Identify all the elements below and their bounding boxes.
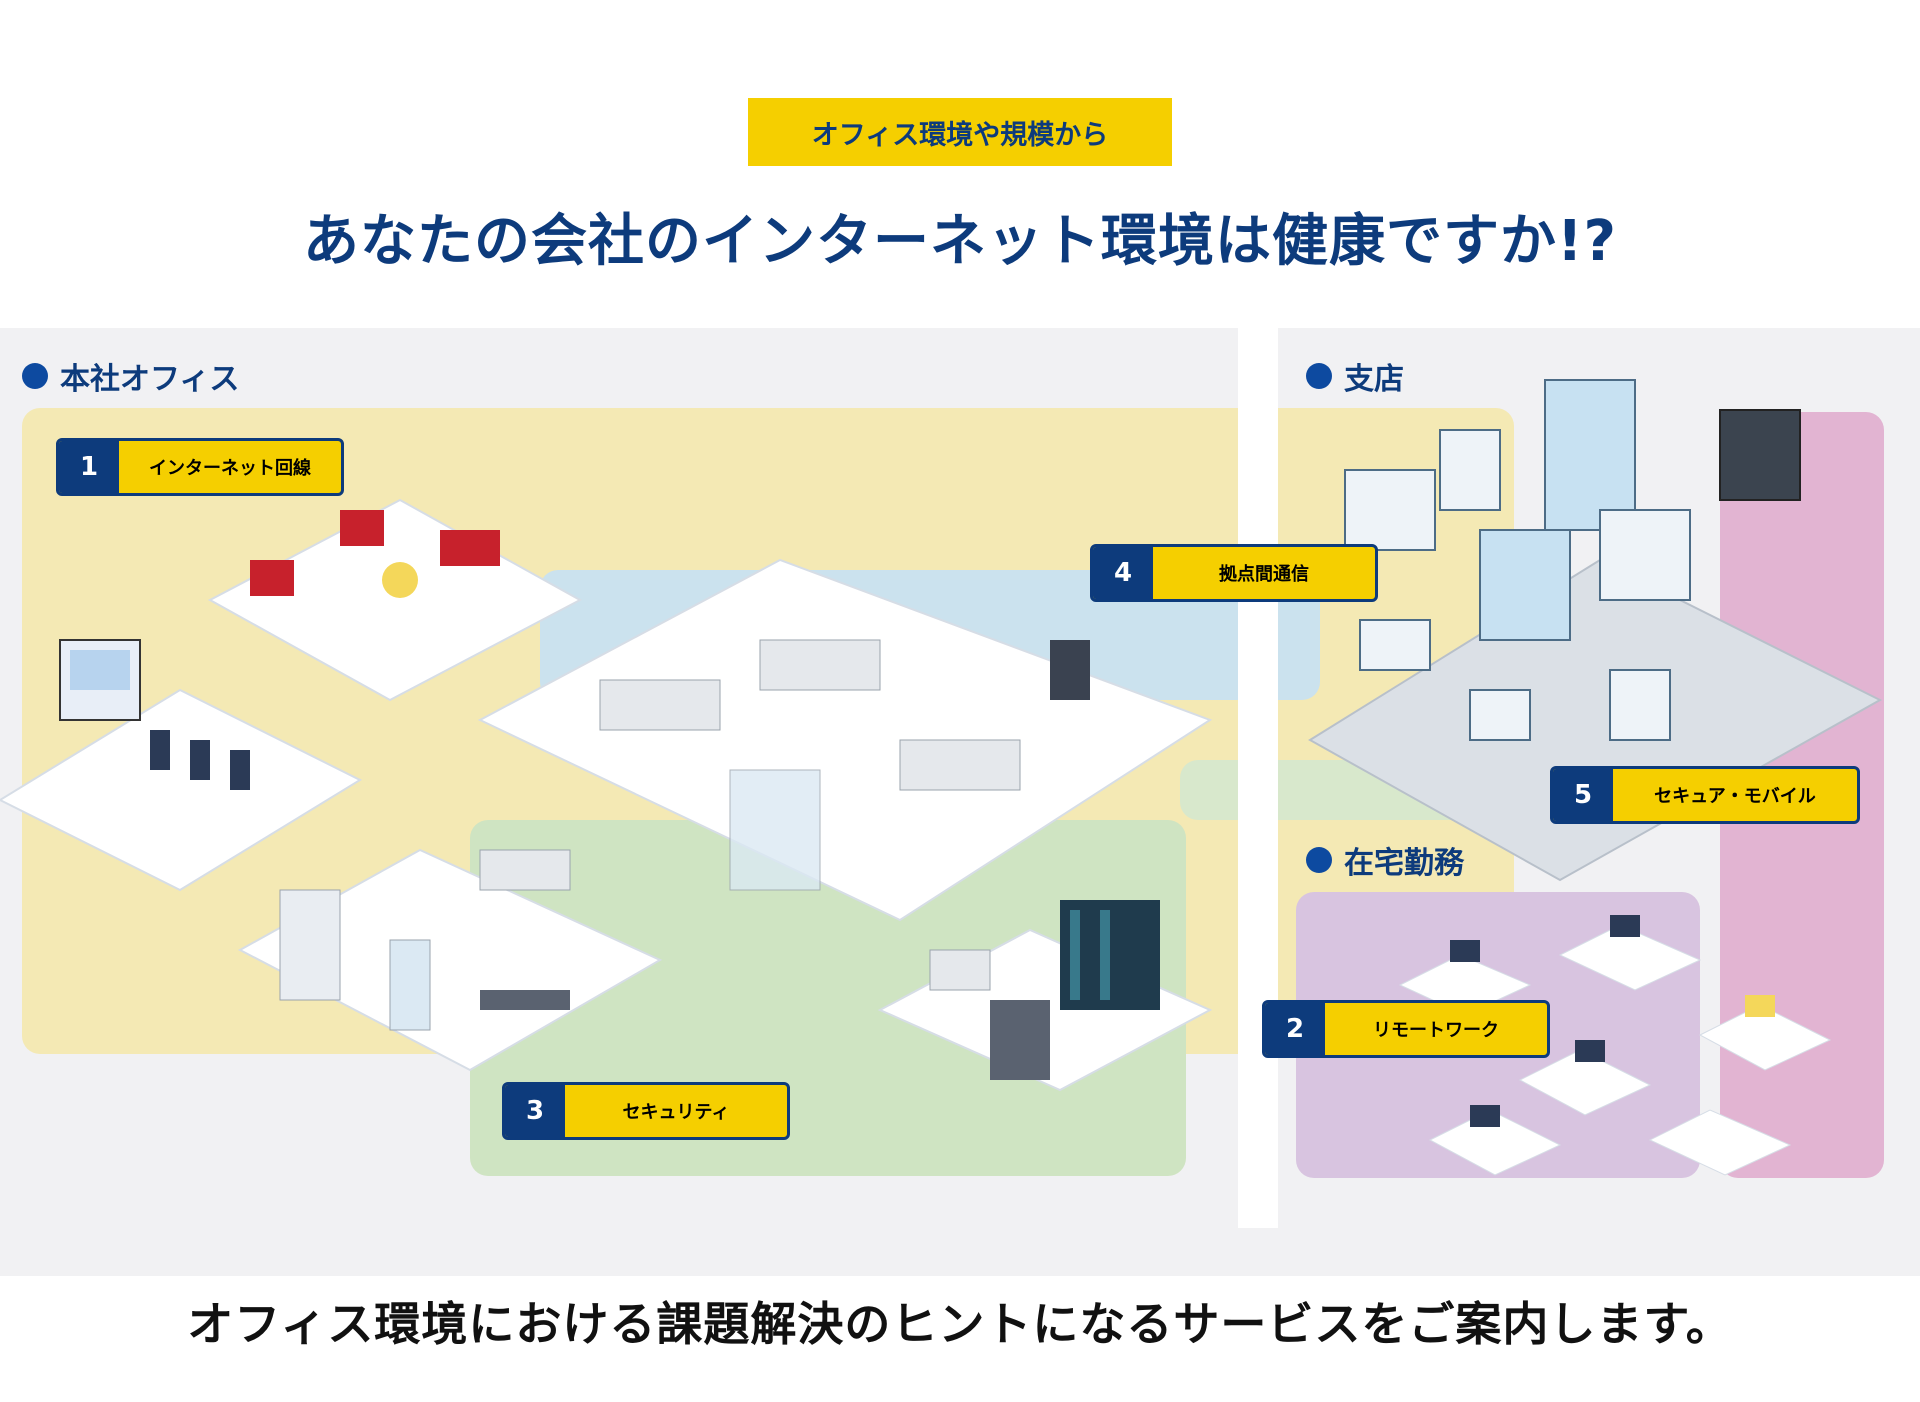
footer-message: オフィス環境における課題解決のヒントになるサービスをご案内します。: [187, 1297, 1733, 1351]
tag-number: 3: [505, 1085, 565, 1137]
tag-number: 5: [1553, 769, 1613, 821]
section-remote-label: 在宅勤務: [1344, 846, 1464, 881]
section-main-office: 本社オフィス: [22, 354, 239, 398]
tag-label: セキュリティ: [622, 1102, 730, 1123]
tag-remote-work[interactable]: 2 リモートワーク: [1262, 1000, 1550, 1058]
tag-number: 1: [59, 441, 119, 493]
tag-number: 4: [1093, 547, 1153, 599]
city-block: [1308, 379, 1883, 882]
bullet-icon: [22, 363, 48, 389]
tag-label: リモートワーク: [1373, 1020, 1499, 1041]
lounge-floor: [207, 498, 583, 702]
bullet-icon: [1306, 847, 1332, 873]
tag-number: 2: [1265, 1003, 1325, 1055]
stage-divider: [1238, 328, 1278, 1228]
tag-inter-site[interactable]: 4 拠点間通信: [1090, 544, 1378, 602]
tag-security[interactable]: 3 セキュリティ: [502, 1082, 790, 1140]
tag-internet-line[interactable]: 1 インターネット回線: [56, 438, 344, 496]
section-branch: 支店: [1306, 354, 1404, 398]
open-office-floor: [477, 558, 1213, 922]
page-title: あなたの会社のインターネット環境は健康ですか!?: [302, 209, 1618, 274]
tag-label: インターネット回線: [149, 458, 311, 479]
tag-label: 拠点間通信: [1219, 564, 1309, 585]
server-room-floor: [877, 900, 1213, 1092]
eyebrow-banner: オフィス環境や規模から: [748, 98, 1172, 166]
entrance-floor: [237, 848, 663, 1072]
section-remote: 在宅勤務: [1306, 838, 1464, 882]
section-branch-label: 支店: [1344, 362, 1404, 397]
office-floor-left: [0, 639, 363, 892]
tag-label: セキュア・モバイル: [1654, 786, 1816, 807]
bullet-icon: [1306, 363, 1332, 389]
tag-secure-mobile[interactable]: 5 セキュア・モバイル: [1550, 766, 1860, 824]
section-main-office-label: 本社オフィス: [60, 362, 240, 397]
